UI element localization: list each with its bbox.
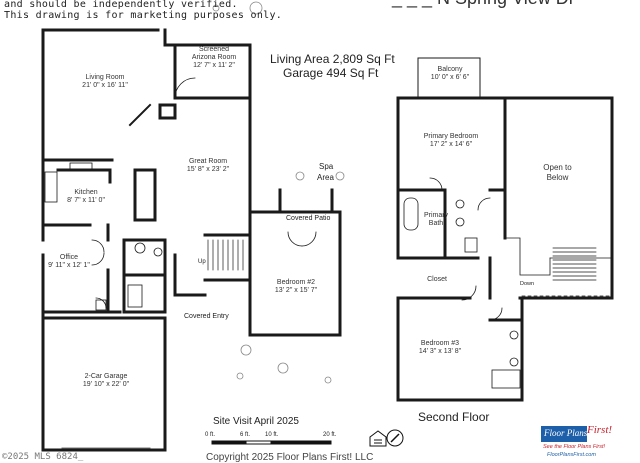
- room-kitchen: Kitchen 8' 7" x 11' 0": [62, 189, 110, 205]
- second-floor-doors: [429, 177, 503, 321]
- room-living-name: Living Room: [85, 74, 125, 81]
- equal-housing-icon: [369, 430, 387, 447]
- mls-watermark: ©2025 MLS 6824_: [2, 452, 84, 462]
- spa-label: Spa: [319, 162, 334, 171]
- room-great: Great Room 15' 8" x 23' 2": [178, 158, 238, 174]
- room-balcony-name: Balcony: [437, 66, 463, 73]
- room-great-dims: 15' 8" x 23' 2": [186, 166, 230, 173]
- stairs-up-label: Up: [198, 259, 206, 265]
- logo-title: Floor Plans: [544, 428, 588, 438]
- room-arizona-name-1: Screened: [199, 46, 229, 53]
- room-arizona: Screened Arizona Room 12' 7" x 11' 2": [180, 46, 248, 70]
- room-primary-bath-name-2: Bath: [428, 220, 444, 227]
- scale-tick-10: 10 ft.: [265, 432, 279, 438]
- room-bedroom-2: Bedroom #2 13' 2" x 15' 7": [266, 279, 326, 295]
- disclaimer-line-1: and should be independently verified.: [4, 0, 238, 10]
- spa-area-label: Area: [317, 173, 334, 182]
- logo-tagline: See the Floor Plans First!: [543, 444, 606, 450]
- garage-area-label: Garage 494 Sq Ft: [283, 66, 379, 80]
- scale-tick-0: 0 ft.: [205, 432, 216, 438]
- disclaimer-line-2: This drawing is for marketing purposes o…: [4, 10, 283, 21]
- scale-tick-20: 20 ft.: [323, 432, 337, 438]
- room-great-name: Great Room: [188, 158, 228, 165]
- room-primary-bedroom-name: Primary Bedroom: [423, 133, 479, 140]
- north-compass-icon: [386, 429, 404, 447]
- room-bedroom-2-dims: 13' 2" x 15' 7": [274, 287, 318, 294]
- room-primary-bedroom: Primary Bedroom 17' 2" x 14' 6": [416, 133, 486, 149]
- room-living-dims: 21' 0" x 16' 11": [82, 82, 128, 89]
- floor-plans-first-logo: Floor Plans First! See the Floor Plans F…: [541, 424, 621, 458]
- first-floor-stairs-icon: [207, 239, 244, 271]
- logo-first: First!: [587, 424, 613, 436]
- room-kitchen-name: Kitchen: [74, 189, 98, 196]
- room-garage: 2-Car Garage 19' 10" x 22' 0": [75, 373, 137, 389]
- room-primary-bath: Primary Bath: [420, 212, 452, 228]
- property-address: _ _ _ N Spring View Dr: [392, 0, 575, 9]
- room-balcony-dims: 10' 0" x 6' 6": [430, 74, 470, 81]
- room-primary-bedroom-dims: 17' 2" x 14' 6": [429, 141, 473, 148]
- site-visit-label: Site Visit April 2025: [213, 416, 299, 427]
- covered-patio-label: Covered Patio: [286, 215, 331, 222]
- room-office: Office 9' 11" x 12' 1": [46, 254, 92, 270]
- room-office-dims: 9' 11" x 12' 1": [48, 262, 90, 269]
- room-open-to-below-name-2: Below: [546, 173, 569, 182]
- room-arizona-name-2: Arizona Room: [191, 54, 237, 61]
- room-bedroom-3: Bedroom #3 14' 3" x 13' 8": [410, 340, 470, 356]
- scale-bar: [211, 440, 332, 445]
- room-arizona-dims: 12' 7" x 11' 2": [193, 62, 235, 69]
- first-floor-walls: [41, 28, 342, 452]
- second-floor-fixtures: [403, 197, 521, 389]
- room-kitchen-dims: 8' 7" x 11' 0": [67, 197, 105, 204]
- room-office-name: Office: [59, 254, 79, 261]
- copyright-text: Copyright 2025 Floor Plans First! LLC: [206, 452, 374, 463]
- room-garage-dims: 19' 10" x 22' 0": [82, 381, 130, 388]
- room-bedroom-2-name: Bedroom #2: [276, 279, 316, 286]
- open-to-below-railing: [504, 237, 613, 276]
- room-open-to-below: Open to Below: [530, 163, 585, 183]
- room-open-to-below-name-1: Open to: [543, 163, 572, 172]
- balcony-railing: [417, 57, 481, 99]
- logo-blue-box: [541, 426, 587, 442]
- first-floor-fixtures: [44, 162, 163, 311]
- room-closet-name: Closet: [427, 276, 447, 283]
- room-primary-bath-name-1: Primary: [423, 212, 449, 219]
- second-floor-title: Second Floor: [418, 410, 490, 424]
- stairs-down-label: Down: [520, 281, 535, 287]
- covered-entry-label: Covered Entry: [184, 313, 229, 320]
- living-area-label: Living Area 2,809 Sq Ft: [270, 52, 395, 66]
- room-balcony: Balcony 10' 0" x 6' 6": [425, 66, 475, 82]
- scale-tick-6: 6 ft.: [240, 432, 251, 438]
- room-garage-name: 2-Car Garage: [84, 373, 128, 380]
- room-bedroom-3-dims: 14' 3" x 13' 8": [418, 348, 462, 355]
- logo-url: FloorPlansFirst.com: [547, 452, 596, 458]
- room-bedroom-3-name: Bedroom #3: [420, 340, 460, 347]
- room-closet: Closet: [420, 276, 454, 284]
- second-floor-stairs-icon: [521, 247, 613, 299]
- landscape-plants: [212, 1, 345, 384]
- room-living: Living Room 21' 0" x 16' 11": [70, 74, 140, 90]
